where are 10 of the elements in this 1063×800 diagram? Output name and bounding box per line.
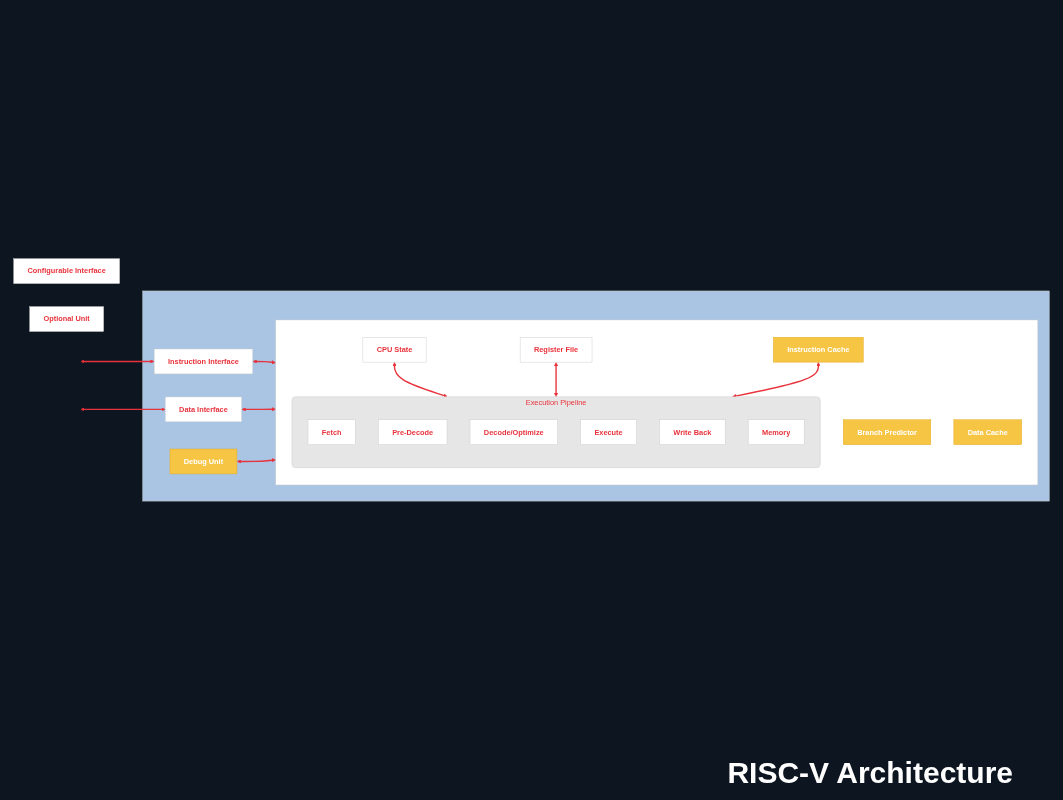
- arrow: [80, 407, 166, 412]
- arrow: [236, 458, 276, 464]
- cluster: [275, 319, 1038, 486]
- arrow: [241, 407, 276, 412]
- diagram-title: RISC-V Architecture: [726, 756, 1014, 790]
- arrow: [554, 362, 559, 397]
- arrow: [252, 359, 276, 365]
- arrow: [392, 362, 448, 398]
- arrow: [80, 359, 155, 364]
- cluster: [142, 290, 1050, 502]
